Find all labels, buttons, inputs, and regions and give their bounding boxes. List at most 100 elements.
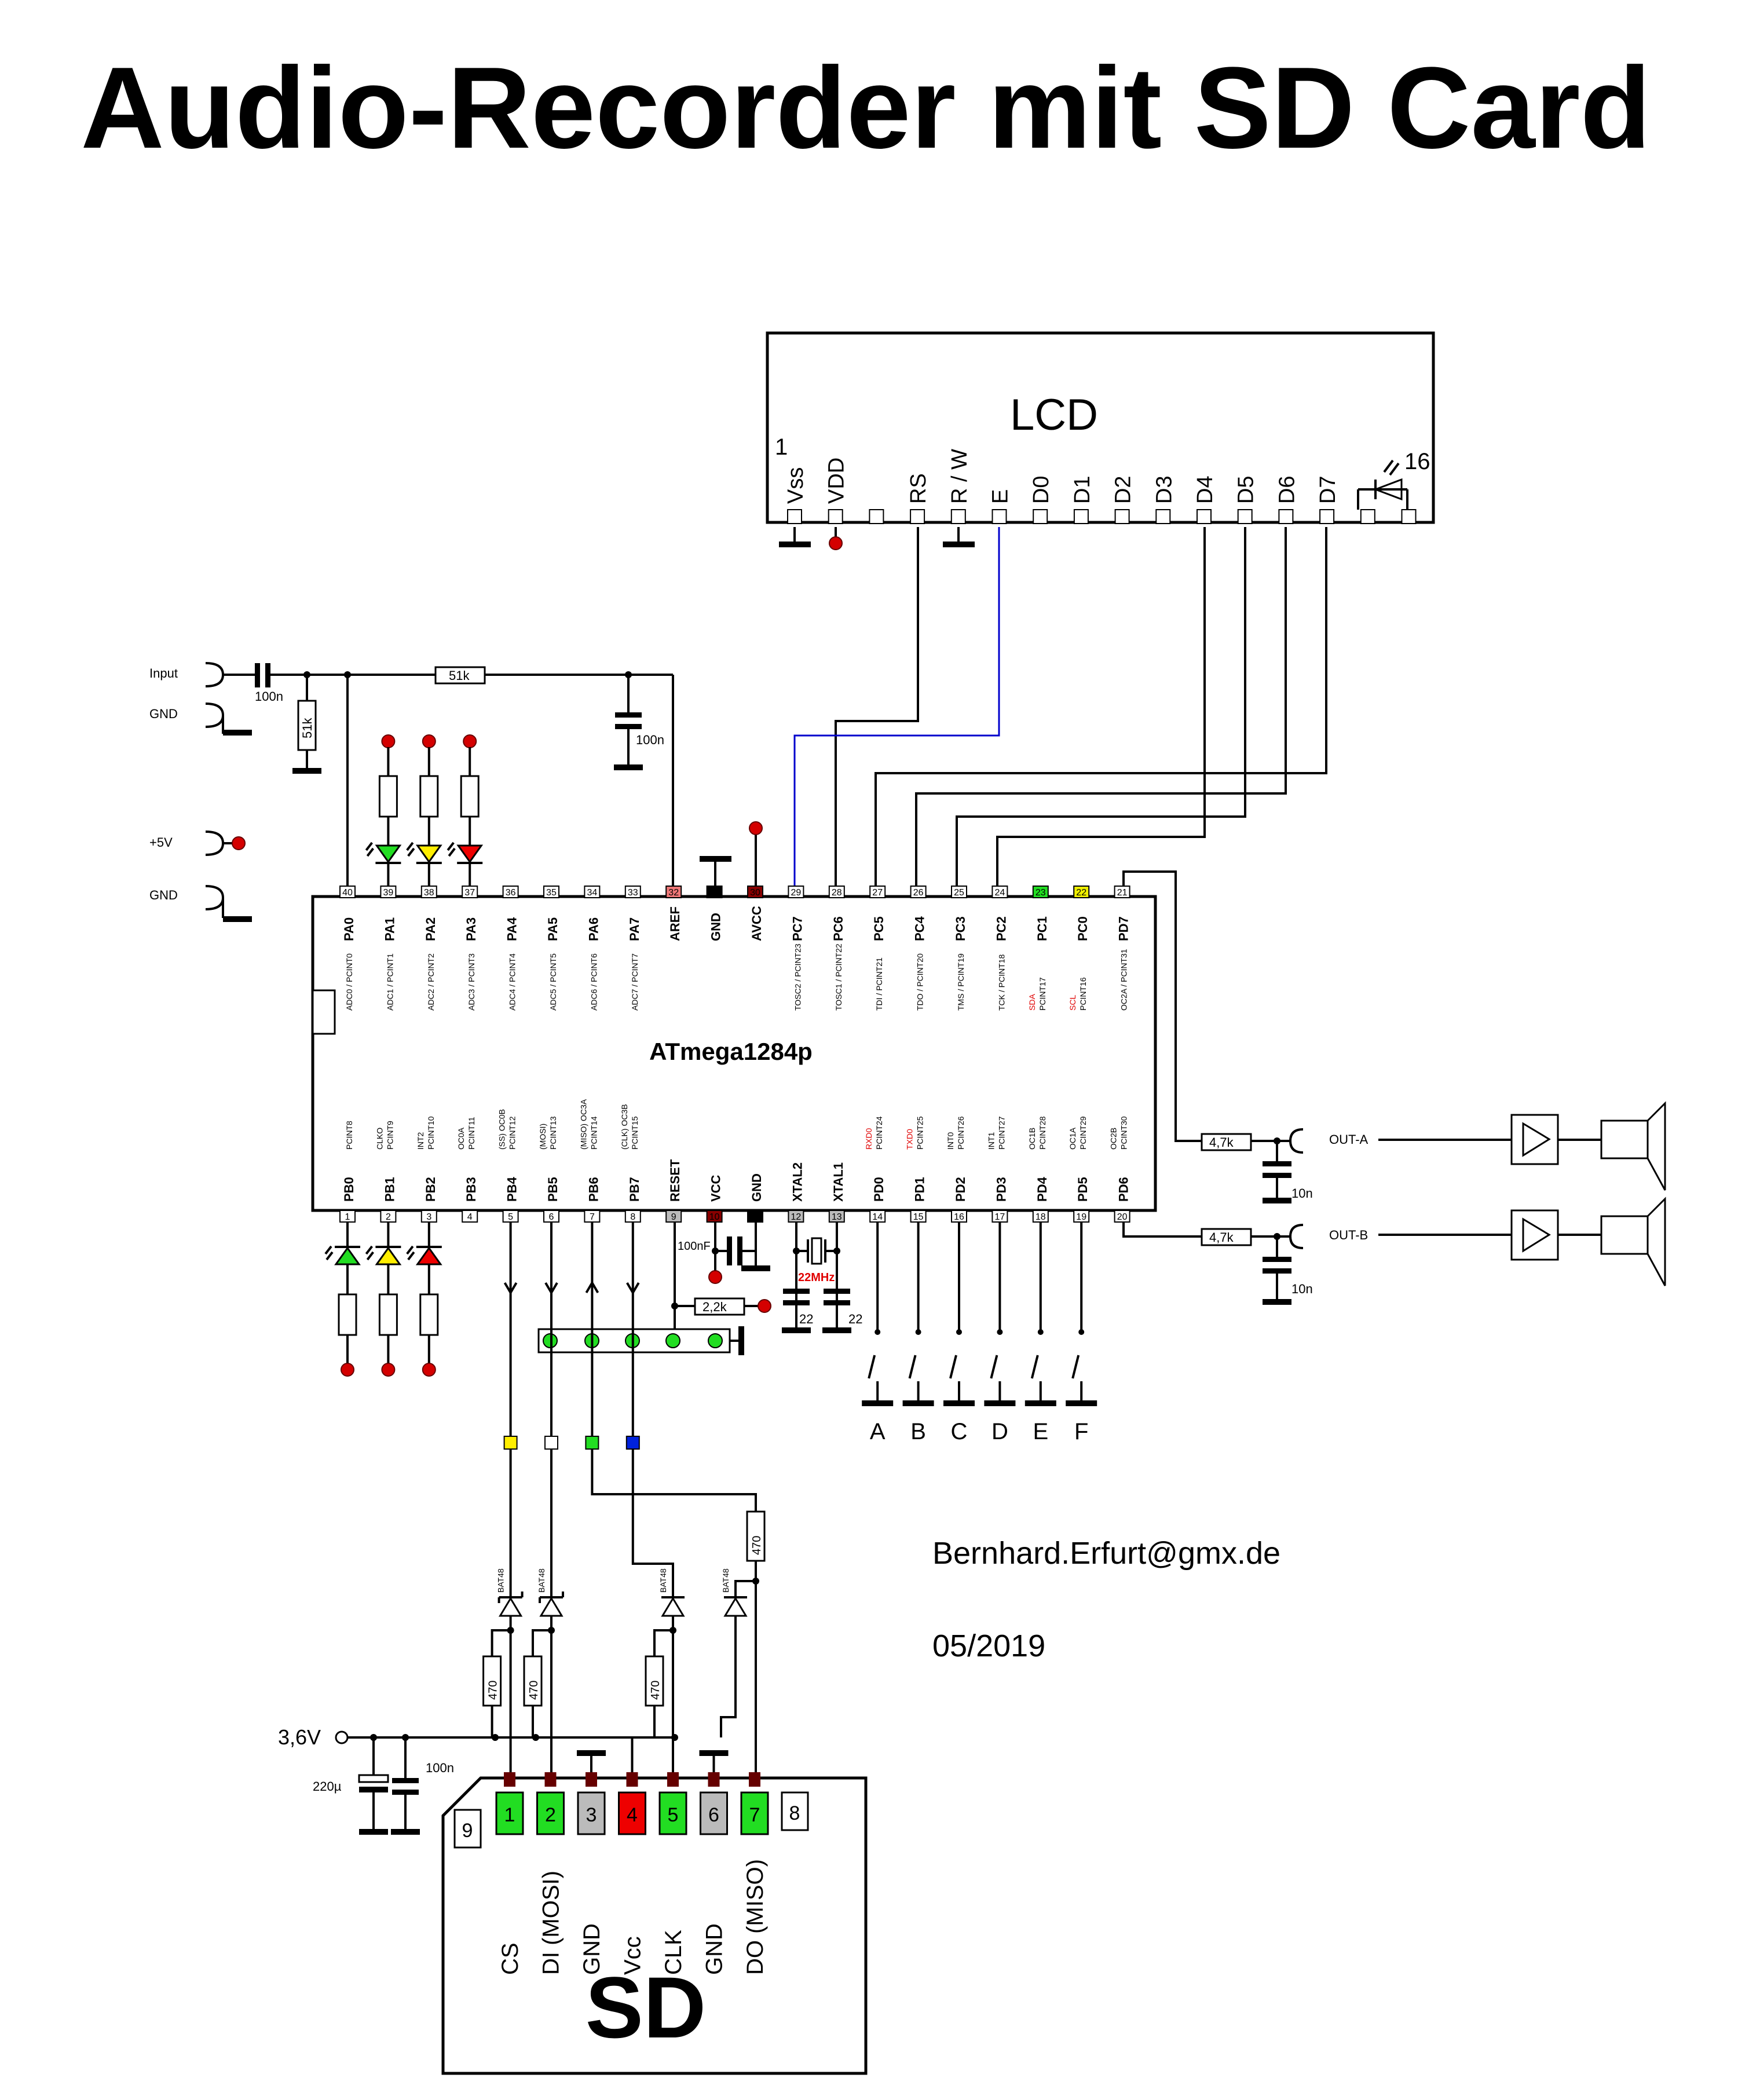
lcd-pin-label: D2 [1111, 475, 1136, 504]
clock-reset-section: 100nF 2,2k 22MHz 22 22 [671, 1222, 862, 1347]
sd-pin-contact [504, 1772, 515, 1787]
mcu-pin [1114, 886, 1130, 898]
sd-pin-contact [626, 1772, 638, 1787]
mcu-pin-name: AVCC [749, 906, 764, 941]
mcu-pin-name: PA2 [423, 917, 438, 941]
sd-pin-contact [667, 1772, 679, 1787]
led-icon [334, 1246, 361, 1265]
spi-marker [544, 1436, 558, 1450]
sd-pin-number: 3 [586, 1804, 597, 1826]
mcu-pin-number: 37 [464, 888, 475, 898]
plus5v-label: +5V [149, 835, 173, 850]
mcu-pin-name: PA3 [464, 917, 478, 941]
lcd-pin-label: D5 [1234, 475, 1258, 504]
mcu-pin-number: 1 [345, 1212, 350, 1222]
mcu-pin-name: PC7 [790, 916, 804, 941]
mcu-pin-function: PCINT13 [548, 1116, 558, 1150]
mcu-pin-number: 8 [630, 1212, 635, 1222]
mcu-pin-name: XTAL1 [831, 1162, 846, 1202]
r-in-label: 51k [300, 718, 314, 738]
button-label: B [910, 1419, 926, 1444]
mcu-pin-function: PCINT27 [997, 1116, 1006, 1150]
mcu-pin-number: 40 [342, 888, 353, 898]
mcu-pin [828, 886, 845, 898]
lcd-pin [991, 509, 1007, 524]
mcu-pin [462, 886, 478, 898]
mcu-pin-name: PD5 [1075, 1177, 1090, 1202]
mcu-pin-function2: OC0A [456, 1127, 466, 1150]
mcu-pin-number: 12 [791, 1212, 802, 1222]
mcu-pin-name: PA1 [382, 917, 397, 941]
lcd-pin-last: 16 [1404, 449, 1430, 474]
mcu-pin-name: PA5 [546, 917, 560, 941]
button-label: C [951, 1419, 968, 1444]
spi-marker [585, 1436, 599, 1450]
mcu-pin-number: 25 [954, 888, 964, 898]
diode-label: BAT48 [721, 1568, 730, 1593]
c-outb-label: 10n [1291, 1282, 1313, 1296]
mcu-pin-name: PD1 [913, 1177, 927, 1202]
mcu-pin-name: PB4 [505, 1176, 519, 1202]
mcu-pin-function: ADC2 / PCINT2 [426, 953, 436, 1011]
speaker-icon [1510, 1197, 1666, 1286]
r-outb-label: 4,7k [1209, 1230, 1234, 1245]
mcu-pin-number: 27 [872, 888, 883, 898]
lcd-pin-label: Vss [784, 467, 808, 504]
mcu-pin-name: PC3 [953, 916, 968, 941]
mcu-pin-name: RESET [668, 1159, 682, 1202]
status-leds-top [365, 734, 484, 886]
mcu-pin-function2: INT0 [946, 1132, 955, 1150]
resistor-label: 470 [487, 1681, 500, 1700]
mcu-pin-function2: SCL [1068, 995, 1077, 1011]
sd-pin-name: Vcc [620, 1936, 646, 1975]
r-outa-label: 4,7k [1209, 1135, 1234, 1150]
lcd-pin [1155, 509, 1171, 524]
mcu-pin-number: 16 [954, 1212, 964, 1222]
mcu-pin-name: AREF [668, 906, 682, 941]
mcu-pin-function: TDI / PCINT21 [875, 957, 884, 1011]
mcu-pin-number: 34 [587, 888, 598, 898]
sd-pin-number: 6 [708, 1804, 719, 1826]
lcd-backlight-led-icon [1357, 459, 1408, 510]
sd-pin-contact [708, 1772, 720, 1787]
diode-label: BAT48 [496, 1568, 506, 1593]
mcu-pin-name: PC1 [1035, 916, 1049, 941]
sd-pin-8: 8 [789, 1802, 800, 1824]
sd-pin-contact [749, 1772, 760, 1787]
mcu-pin-number: 14 [872, 1212, 883, 1222]
led-icon [375, 844, 402, 864]
led-icon [415, 1246, 442, 1265]
mcu-pin [910, 886, 927, 898]
sd-pin [618, 1791, 646, 1835]
mcu-pin-number: 5 [508, 1212, 513, 1222]
isp-pin [665, 1333, 680, 1348]
sd-pin-number: 7 [749, 1804, 760, 1826]
mcu-pin-name: PC4 [913, 916, 927, 941]
mcu-pin-function: PCINT29 [1078, 1116, 1088, 1150]
input-label: Input [149, 666, 178, 681]
mcu-pin-function: PCINT25 [916, 1116, 925, 1150]
mcu-pin [951, 886, 967, 898]
lcd-label: LCD [1010, 390, 1098, 440]
mcu-pin-number: 18 [1036, 1212, 1046, 1222]
sd-pin-contact [586, 1772, 597, 1787]
sd-pin-name: CS [497, 1942, 523, 1975]
sd-pin-name: DO (MISO) [742, 1859, 768, 1975]
button-label: F [1074, 1419, 1088, 1444]
mcu-pin-name: PB6 [586, 1177, 601, 1202]
diode-label: BAT48 [658, 1568, 668, 1593]
lcd-pin [910, 509, 925, 524]
mcu-pin-function2: OC2B [1109, 1128, 1118, 1150]
button-label: A [870, 1419, 886, 1444]
mcu-pin [502, 886, 519, 898]
mcu-pin [380, 886, 397, 898]
mcu-pin-function: PCINT30 [1119, 1116, 1129, 1150]
amplifier-icon [1510, 1101, 1666, 1191]
mcu-pin-function: ADC0 / PCINT0 [345, 953, 354, 1011]
mcu-pin-number: 39 [383, 888, 394, 898]
c220-label: 220µ [313, 1779, 342, 1794]
mcu-pin-function: PCINT28 [1038, 1116, 1047, 1150]
sd-pin [495, 1791, 524, 1835]
